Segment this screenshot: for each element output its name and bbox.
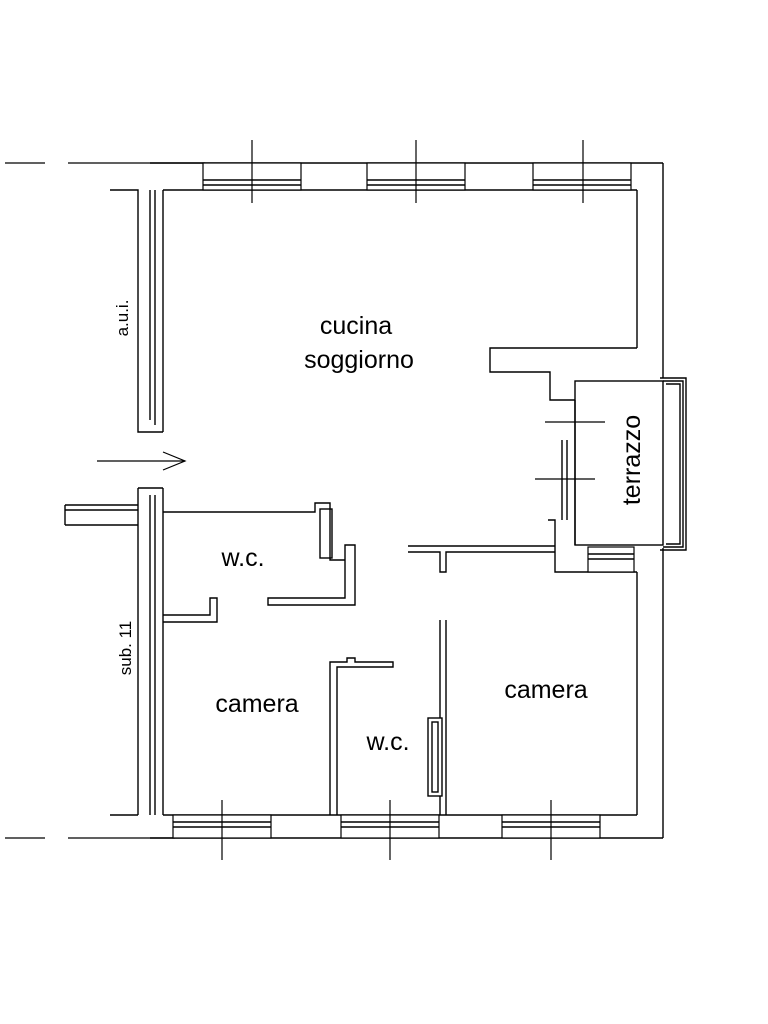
top-windows	[202, 140, 632, 203]
terrace-walls	[489, 347, 687, 573]
room-label-soggiorno: soggiorno	[304, 346, 414, 374]
room-label-camera-left: camera	[215, 690, 298, 718]
room-label-cucina: cucina	[320, 312, 392, 340]
reference-dashes	[5, 162, 205, 839]
neighbor-label-sub11: sub. 11	[116, 621, 135, 676]
neighbor-label-aui: a.u.i.	[113, 300, 132, 337]
interior-walls	[163, 502, 555, 815]
room-label-wc-top: w.c.	[220, 544, 264, 572]
room-label-terrazzo: terrazzo	[618, 415, 646, 505]
room-label-wc-bottom: w.c.	[365, 728, 409, 756]
bottom-windows	[172, 800, 601, 860]
outer-walls	[64, 162, 664, 839]
room-label-camera-right: camera	[504, 676, 587, 704]
entrance-arrow-icon	[97, 451, 187, 471]
